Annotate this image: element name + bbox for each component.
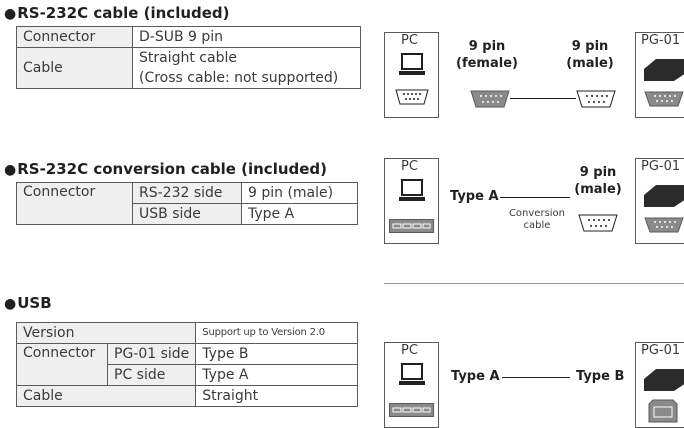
device-box: PG-01 bbox=[635, 342, 684, 428]
right-connector-label: 9 pin (male) bbox=[574, 165, 622, 197]
usb-a-port-icon bbox=[389, 219, 434, 233]
device-label: PG-01 bbox=[641, 343, 681, 358]
db9-connector-icon bbox=[470, 90, 510, 108]
db9-male-port-icon bbox=[578, 214, 618, 232]
bullet-icon: ● bbox=[4, 6, 17, 22]
cable-line bbox=[502, 377, 570, 378]
table-side-cell: PG-01 side bbox=[106, 343, 197, 365]
usb-a-port-icon bbox=[389, 403, 434, 417]
type-a-label: Type A bbox=[451, 369, 500, 384]
db9-device-port-icon bbox=[644, 217, 684, 233]
device-box: PG-01 bbox=[635, 32, 684, 118]
table-cell: Straight cable (Cross cable: not support… bbox=[132, 47, 361, 89]
device-icon bbox=[644, 185, 684, 207]
table-row: Cable Straight bbox=[15, 385, 358, 407]
section-title-conversion-cable: ●RS-232C conversion cable (included) bbox=[4, 160, 327, 178]
db9-female-port-icon bbox=[395, 89, 429, 105]
table-side-cell: USB side bbox=[132, 203, 242, 225]
pc-label: PC bbox=[401, 33, 418, 48]
section-divider bbox=[384, 283, 684, 284]
conversion-cable-label: Conversion cable bbox=[508, 208, 566, 231]
bullet-icon: ● bbox=[4, 296, 17, 312]
section-title-rs232c-cable: ●RS-232C cable (included) bbox=[4, 4, 230, 22]
device-label: PG-01 bbox=[641, 159, 681, 174]
table-header-cell: Connector bbox=[16, 26, 133, 48]
pc-label: PC bbox=[401, 343, 418, 358]
device-icon bbox=[644, 59, 684, 81]
cable-line-1: Straight cable bbox=[139, 50, 237, 66]
type-a-label: Type A bbox=[450, 189, 499, 204]
pc-label: PC bbox=[401, 159, 418, 174]
bullet-icon: ● bbox=[4, 162, 17, 178]
table-row: Connector RS-232 side 9 pin (male) bbox=[16, 182, 358, 225]
conversion-cable-table: Connector RS-232 side 9 pin (male) USB s… bbox=[16, 182, 358, 225]
table-cell: Support up to Version 2.0 bbox=[195, 322, 358, 344]
pc-box: PC bbox=[384, 158, 439, 244]
table-cell: Type B bbox=[195, 343, 358, 365]
table-cell: Type A bbox=[241, 203, 358, 225]
db9-device-port-icon bbox=[644, 91, 684, 107]
section-title-text: USB bbox=[17, 294, 52, 312]
table-row: Version Support up to Version 2.0 bbox=[15, 322, 358, 344]
pc-box: PC bbox=[384, 342, 439, 428]
usb-table: Version Support up to Version 2.0 Connec… bbox=[15, 322, 358, 407]
usb-b-port-icon bbox=[648, 399, 678, 423]
laptop-icon bbox=[399, 53, 425, 75]
laptop-icon bbox=[399, 179, 425, 201]
table-side-cell: PC side bbox=[106, 364, 197, 386]
pc-box: PC bbox=[384, 32, 439, 118]
table-side-cell: RS-232 side bbox=[132, 182, 242, 204]
table-cell: Straight bbox=[195, 385, 358, 407]
device-icon bbox=[644, 369, 684, 391]
rs232c-cable-table: Connector D-SUB 9 pin Cable Straight cab… bbox=[16, 26, 361, 89]
section-title-text: RS-232C cable (included) bbox=[17, 4, 230, 22]
table-header-cell: Cable bbox=[16, 47, 133, 89]
cable-line bbox=[500, 197, 570, 198]
type-b-label: Type B bbox=[576, 369, 625, 384]
device-label: PG-01 bbox=[641, 33, 681, 48]
section-title-text: RS-232C conversion cable (included) bbox=[17, 160, 328, 178]
laptop-icon bbox=[399, 363, 425, 385]
cable-line-2: (Cross cable: not supported) bbox=[139, 70, 339, 86]
table-header-cell: Connector bbox=[16, 343, 108, 386]
table-row: Connector PG-01 side Type B bbox=[16, 343, 358, 386]
section-title-usb: ●USB bbox=[4, 294, 52, 312]
table-cell: D-SUB 9 pin bbox=[132, 26, 361, 48]
left-connector-label: 9 pin (female) bbox=[456, 39, 518, 71]
device-box: PG-01 bbox=[635, 158, 684, 244]
table-row: Cable Straight cable (Cross cable: not s… bbox=[16, 47, 361, 89]
table-row: Connector D-SUB 9 pin bbox=[16, 26, 361, 48]
right-connector-label: 9 pin (male) bbox=[566, 39, 614, 71]
table-cell: Type A bbox=[195, 364, 358, 386]
table-cell: 9 pin (male) bbox=[241, 182, 358, 204]
cable-line bbox=[510, 98, 576, 99]
table-row: USB side Type A bbox=[17, 203, 358, 225]
db9-male-port-icon bbox=[576, 90, 616, 108]
table-header-cell: Connector bbox=[16, 182, 133, 225]
table-header-cell: Version bbox=[15, 322, 197, 344]
table-header-cell: Cable bbox=[15, 385, 197, 407]
